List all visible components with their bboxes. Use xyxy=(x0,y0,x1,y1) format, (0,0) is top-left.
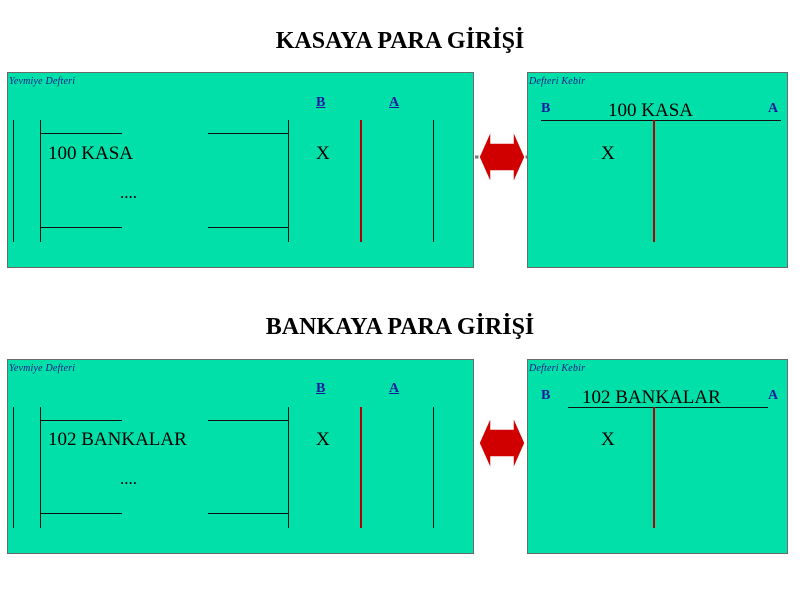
journal-continuation: .... xyxy=(120,469,137,488)
journal-bottom-rule-right xyxy=(208,513,288,514)
ledger-side-credit: A xyxy=(768,101,779,116)
journal-left-border xyxy=(13,120,14,242)
journal-top-rule-right xyxy=(208,420,288,421)
journal-entry-mark: X xyxy=(316,429,330,450)
ledger-account-title: 100 KASA xyxy=(608,100,693,121)
ledger-entry-mark: X xyxy=(601,143,615,164)
journal-debit-line xyxy=(360,407,362,528)
journal-col-debit: B xyxy=(316,95,326,110)
journal-date-line xyxy=(40,120,41,242)
ledger-label: Defteri Kebir xyxy=(529,76,586,87)
journal-top-rule-left xyxy=(40,420,122,421)
ledger-entry-mark: X xyxy=(601,429,615,450)
t-account-top-line xyxy=(541,120,781,121)
ledger-panel-banka: Defteri Kebir B 102 BANKALAR A X xyxy=(527,359,788,554)
journal-entry-account: 100 KASA xyxy=(48,143,133,164)
journal-bottom-rule-right xyxy=(208,227,288,228)
journal-panel-banka: Yevmiye Defteri B A 102 BANKALAR X .... xyxy=(7,359,474,554)
t-account-center-line xyxy=(653,120,655,242)
ledger-account-title: 102 BANKALAR xyxy=(582,387,721,408)
journal-label: Yevmiye Defteri xyxy=(9,363,76,374)
journal-date-line xyxy=(40,407,41,528)
journal-debit-line xyxy=(360,120,362,242)
ledger-side-debit: B xyxy=(541,388,551,403)
ledger-panel-kasa: Defteri Kebir B 100 KASA A X xyxy=(527,72,788,268)
journal-panel-kasa: Yevmiye Defteri B A 100 KASA X .... xyxy=(7,72,474,268)
journal-col-credit: A xyxy=(389,95,400,110)
journal-continuation: .... xyxy=(120,183,137,202)
double-arrow-icon xyxy=(478,415,526,471)
journal-top-rule-right xyxy=(208,133,288,134)
section-title-kasa: KASAYA PARA GİRİŞİ xyxy=(275,28,525,54)
ledger-side-credit: A xyxy=(768,388,779,403)
journal-entry-mark: X xyxy=(316,143,330,164)
t-account-center-line xyxy=(653,407,655,528)
journal-right-line xyxy=(433,120,434,242)
journal-entry-account: 102 BANKALAR xyxy=(48,429,187,450)
journal-label: Yevmiye Defteri xyxy=(9,76,76,87)
journal-desc-end-line xyxy=(288,407,289,528)
journal-right-line xyxy=(433,407,434,528)
journal-col-debit: B xyxy=(316,381,326,396)
journal-top-rule-left xyxy=(40,133,122,134)
ledger-label: Defteri Kebir xyxy=(529,363,586,374)
section-title-banka: BANKAYA PARA GİRİŞİ xyxy=(265,314,535,340)
journal-desc-end-line xyxy=(288,120,289,242)
journal-left-border xyxy=(13,407,14,528)
double-arrow-icon xyxy=(475,129,529,185)
journal-bottom-rule-left xyxy=(40,513,122,514)
journal-bottom-rule-left xyxy=(40,227,122,228)
ledger-side-debit: B xyxy=(541,101,551,116)
t-account-top-line xyxy=(568,407,768,408)
journal-col-credit: A xyxy=(389,381,400,396)
